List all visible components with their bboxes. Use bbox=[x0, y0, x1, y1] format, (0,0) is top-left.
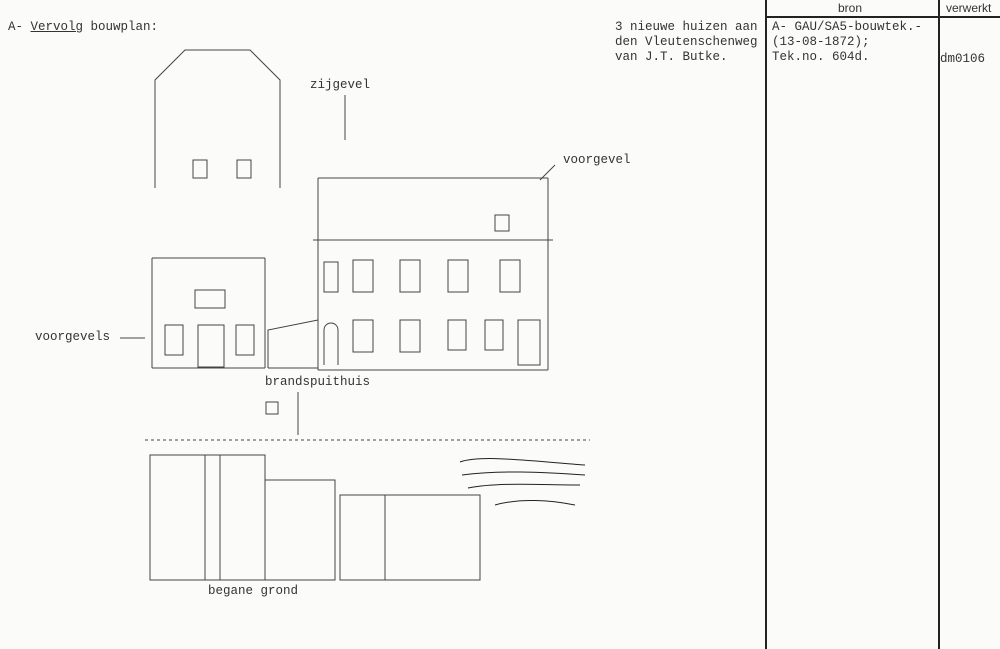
label-voorgevel: voorgevel bbox=[563, 153, 631, 167]
column-header-verwerkt: verwerkt bbox=[946, 1, 992, 15]
side-gable bbox=[154, 49, 281, 188]
header-divider bbox=[765, 16, 1000, 18]
description-line: den Vleutenschenweg bbox=[615, 35, 758, 49]
label-voorgevels: voorgevels bbox=[35, 330, 111, 344]
window bbox=[236, 159, 252, 179]
heading: A- Vervolg bouwplan: bbox=[8, 20, 158, 35]
table-divider bbox=[765, 0, 767, 649]
signature bbox=[459, 458, 586, 506]
heading-rest: bouwplan: bbox=[83, 20, 159, 34]
bron-line: A- GAU/SA5-bouwtek.- bbox=[772, 20, 923, 34]
heading-underlined: Vervolg bbox=[30, 20, 84, 34]
main-facade bbox=[313, 177, 553, 371]
label-zijgevel: zijgevel bbox=[310, 78, 371, 92]
heading-prefix: A- bbox=[8, 20, 31, 34]
window bbox=[192, 159, 208, 179]
description-line: 3 nieuwe huizen aan bbox=[615, 20, 758, 34]
left-facades bbox=[151, 257, 266, 369]
label-begane-grond: begane grond bbox=[208, 584, 299, 598]
table-divider bbox=[938, 0, 940, 649]
arrow-voorgevel bbox=[539, 164, 556, 181]
bron-line: (13-08-1872); bbox=[772, 35, 870, 49]
column-header-bron: bron bbox=[838, 1, 863, 15]
label-brandspuithuis: brandspuithuis bbox=[265, 375, 371, 389]
description-line: van J.T. Butke. bbox=[615, 50, 728, 64]
verwerkt-value: dm0106 bbox=[940, 52, 986, 66]
windows bbox=[323, 259, 541, 366]
bron-line: Tek.no. 604d. bbox=[772, 50, 870, 64]
brandspuithuis-shape bbox=[267, 319, 319, 369]
dormer bbox=[494, 214, 510, 232]
plan-room bbox=[149, 454, 266, 581]
